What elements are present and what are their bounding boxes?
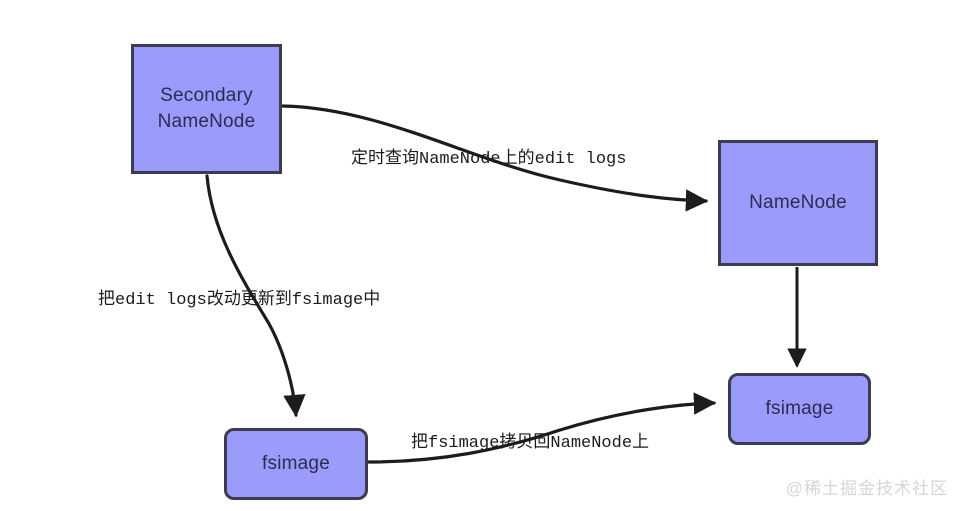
edge-label-query-editlogs: 定时查询NameNode上的edit logs	[351, 150, 627, 169]
node-secondary-namenode[interactable]: Secondary NameNode	[131, 44, 282, 174]
edge-update-fsimage-path	[205, 174, 306, 418]
node-namenode-label: NameNode	[749, 192, 847, 214]
watermark: @稀土掘金技术社区	[785, 479, 948, 498]
edge-copy-back-path	[367, 392, 717, 464]
node-fsimage-right[interactable]: fsimage	[728, 373, 871, 445]
node-fsimage-right-label: fsimage	[765, 398, 834, 420]
edge-label-update-fsimage: 把edit logs改动更新到fsimage中	[98, 291, 381, 310]
node-fsimage-left[interactable]: fsimage	[224, 428, 368, 500]
edge-label-copy-back: 把fsimage拷贝回NameNode上	[411, 434, 650, 453]
node-namenode[interactable]: NameNode	[718, 140, 878, 266]
node-secondary-namenode-label: Secondary NameNode	[157, 85, 256, 132]
node-fsimage-left-label: fsimage	[262, 453, 330, 475]
edge-query-editlogs-path	[281, 104, 709, 212]
